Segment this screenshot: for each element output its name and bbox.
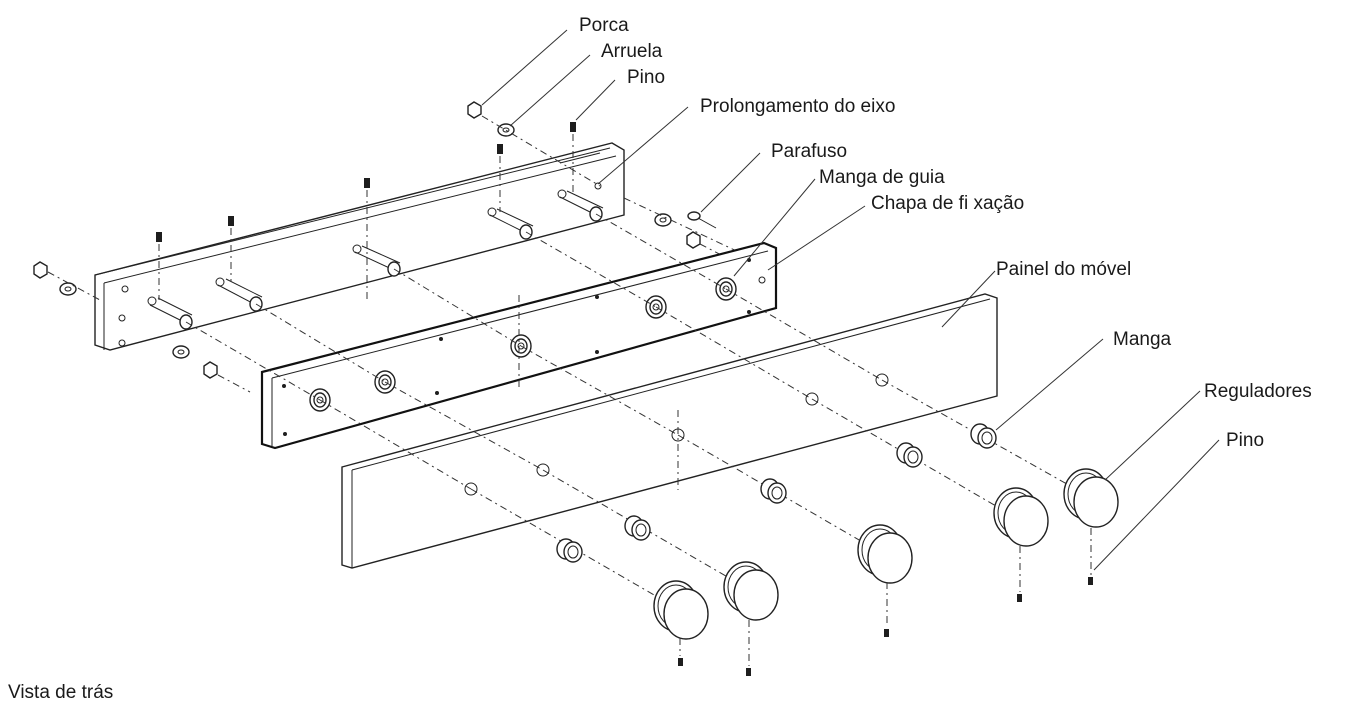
knob	[857, 524, 913, 637]
shaft-extension	[215, 277, 263, 312]
callout-labels: Porca Arruela Pino Prolongamento do eixo…	[8, 15, 1312, 703]
label-pino-top: Pino	[627, 67, 665, 88]
sleeve	[760, 478, 787, 504]
knob	[653, 580, 709, 666]
label-reguladores: Reguladores	[1204, 381, 1312, 402]
knob	[1063, 468, 1119, 585]
knobs	[653, 468, 1119, 676]
sleeve	[970, 423, 997, 449]
label-manga-de-guia: Manga de guia	[819, 167, 945, 188]
label-prolongamento-do-eixo: Prolongamento do eixo	[700, 96, 895, 117]
nuts-and-washers	[33, 101, 761, 393]
label-chapa-de-fixacao: Chapa de fi xação	[871, 193, 1024, 214]
label-painel-do-movel: Painel do móvel	[996, 259, 1131, 280]
panel-holes	[464, 373, 889, 496]
sleeves	[556, 423, 997, 563]
furniture-panel	[341, 293, 998, 569]
label-pino-right: Pino	[1226, 430, 1264, 451]
sleeve	[556, 538, 583, 563]
knob	[993, 487, 1049, 602]
mounting-rail	[94, 142, 625, 351]
caption-vista-de-tras: Vista de trás	[8, 682, 113, 703]
label-manga: Manga	[1113, 329, 1172, 350]
knob	[723, 561, 779, 676]
screw	[687, 211, 717, 229]
sleeve	[896, 442, 923, 468]
label-parafuso: Parafuso	[771, 141, 847, 162]
label-arruela: Arruela	[601, 41, 663, 62]
top-pins	[156, 122, 576, 300]
sleeve	[624, 515, 651, 541]
label-porca: Porca	[579, 15, 629, 36]
leader-lines	[481, 29, 1220, 571]
assembly-axes	[185, 213, 1091, 611]
